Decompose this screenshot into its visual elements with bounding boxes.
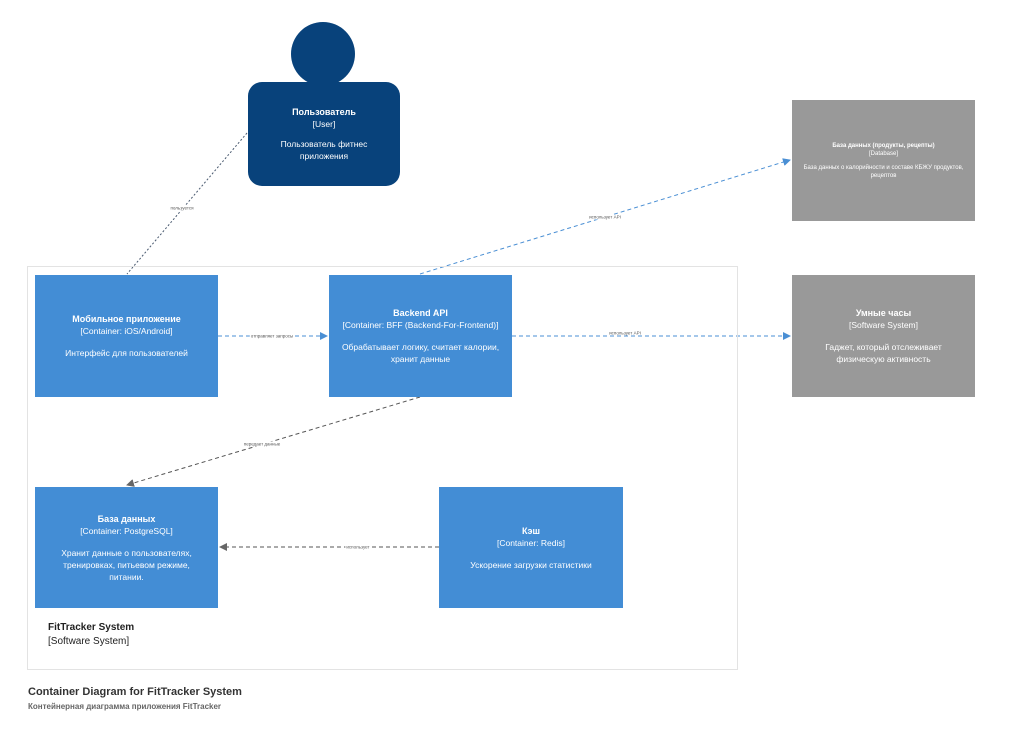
node-name: Кэш: [522, 525, 540, 536]
node-name: Умные часы: [855, 308, 912, 318]
node-description: Хранит данные о пользователях, тренировк…: [61, 547, 192, 582]
node-type: [Container: BFF (Backend-For-Frontend)]: [342, 320, 499, 330]
node-name: Пользователь: [292, 107, 356, 117]
user-person-head: [291, 22, 355, 86]
database-node[interactable]: База данных [Container: PostgreSQL] Хран…: [35, 487, 218, 608]
smartwatch-node[interactable]: Умные часы [Software System] Гаджет, кот…: [792, 275, 975, 397]
node-name: База данных: [97, 513, 156, 524]
food-database-node[interactable]: База данных (продукты, рецепты) [Databas…: [792, 100, 975, 221]
node-description: База данных о калорийности и составе КБЖ…: [803, 164, 964, 179]
node-name: База данных (продукты, рецепты): [832, 142, 935, 149]
edge-label-passes-data: передает данные: [242, 441, 282, 447]
node-type: [Container: iOS/Android]: [80, 326, 173, 336]
node-type: [Software System]: [849, 320, 918, 330]
edge-user-to-mobile: [126, 132, 248, 275]
node-description: Обрабатывает логику, считает калории, хр…: [341, 342, 500, 364]
mobile-app-node[interactable]: Мобильное приложение [Container: iOS/And…: [35, 275, 218, 397]
edge-label-uses-cache: использует: [345, 544, 371, 550]
node-type: [Container: PostgreSQL]: [80, 525, 173, 536]
node-description: Ускорение загрузки статистики: [470, 559, 592, 570]
edge-label-sends-requests: отправляет запросы: [249, 333, 295, 339]
backend-api-node[interactable]: Backend API [Container: BFF (Backend-For…: [329, 275, 512, 397]
boundary-type: [Software System]: [48, 636, 130, 647]
node-name: Мобильное приложение: [72, 314, 181, 324]
edge-label-uses: пользуется: [169, 205, 195, 211]
cache-node[interactable]: Кэш [Container: Redis] Ускорение загрузк…: [439, 487, 623, 608]
node-type: [Database]: [868, 150, 899, 157]
node-type: [User]: [312, 119, 336, 129]
edge-label-uses-api-smartwatch: использует API: [608, 330, 642, 336]
diagram-subtitle: Контейнерная диаграмма приложения FitTra…: [28, 702, 222, 711]
boundary-name: FitTracker System: [48, 622, 135, 633]
node-name: Backend API: [393, 308, 448, 318]
user-person-node[interactable]: Пользователь [User] Пользователь фитнес …: [248, 82, 400, 186]
fittracker-system-boundary: FitTracker System [Software System]: [27, 266, 738, 670]
node-description: Интерфейс для пользователей: [65, 348, 188, 358]
node-type: [Container: Redis]: [496, 537, 566, 548]
diagram-title: Container Diagram for FitTracker System: [28, 686, 242, 698]
node-description: Гаджет, который отслеживает физическую а…: [825, 342, 942, 364]
node-description: Пользователь фитнес приложения: [280, 139, 368, 161]
edge-label-uses-api-fooddb: использует API: [588, 214, 622, 220]
boundary-label: FitTracker System [Software System]: [48, 621, 134, 649]
